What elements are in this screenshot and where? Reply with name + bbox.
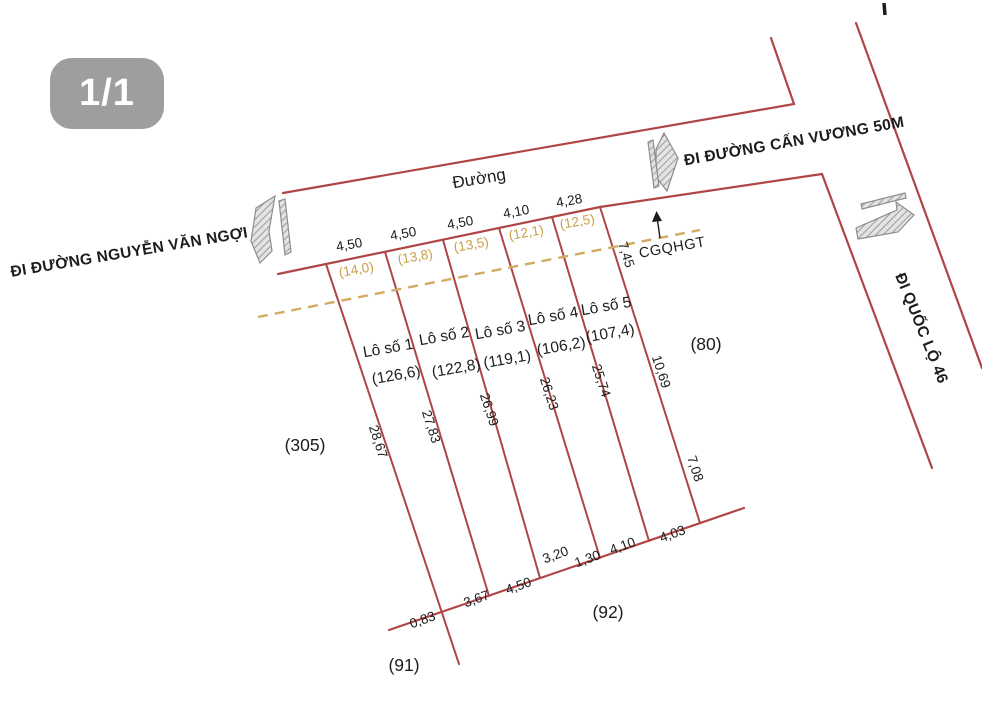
lot-1-left-boundary — [325, 263, 460, 665]
depth-dim-lot-5: 25,74 — [589, 362, 614, 399]
lot-1-2-boundary — [384, 251, 490, 597]
right-direction-label: ĐI QUỐC LỘ 46 — [891, 270, 952, 386]
frontage-dim-lot-4: 4,10 — [502, 202, 530, 221]
direction-arrow-nguyen-van-ngoi — [250, 194, 292, 265]
lot-2-name: Lô số 2 — [418, 324, 471, 350]
depth-dim-lot-2: 27,83 — [419, 408, 444, 445]
planning-area-lot-4: (12,1) — [508, 222, 545, 243]
parcel-south-west-label: (91) — [388, 655, 419, 675]
parcel-west-label: (305) — [285, 435, 326, 455]
left-direction-label: ĐI ĐƯỜNG NGUYỄN VĂN NGỢI — [9, 223, 249, 280]
planning-dashed-line — [257, 228, 701, 319]
bottom-dim-4: 3,20 — [541, 543, 571, 566]
north-tick — [882, 2, 887, 16]
lot-5-area: (107,4) — [585, 321, 636, 346]
parcel-east-label: (80) — [690, 334, 721, 354]
depth-dim-lot-4: 26,23 — [537, 375, 562, 412]
lot-3-4-boundary — [498, 227, 601, 559]
direction-arrow-can-vuong — [647, 131, 679, 193]
block-boundary-south-road-edge — [276, 172, 934, 470]
lot-5-right-boundary — [599, 206, 701, 524]
lot-4-name: Lô số 4 — [527, 304, 580, 330]
top-direction-label: ĐI ĐƯỜNG CẤN VƯƠNG 50M — [683, 113, 906, 169]
planning-area-lot-3: (13,5) — [453, 234, 490, 255]
bottom-boundary — [387, 506, 746, 632]
lot-1-name: Lô số 1 — [362, 336, 415, 362]
highway-46-edge — [854, 21, 982, 370]
lot-4-5-boundary — [551, 216, 650, 542]
east-boundary-bottom-dim: 7,08 — [684, 454, 706, 484]
lot-3-name: Lô số 3 — [474, 318, 527, 344]
planning-line-label: CGQHGT — [638, 234, 707, 261]
lot-2-3-boundary — [442, 239, 541, 579]
frontage-dim-lot-3: 4,50 — [446, 213, 474, 232]
depth-dim-lot-3: 26,99 — [477, 391, 502, 428]
page-indicator-label: 1/1 — [79, 72, 135, 114]
frontage-dim-lot-1: 4,50 — [335, 235, 363, 254]
bottom-dim-6: 4,10 — [608, 534, 638, 557]
depth-dim-lot-1: 28,67 — [366, 423, 391, 460]
bottom-dim-2: 3,67 — [462, 587, 492, 610]
cgqhgt-arrow — [652, 211, 662, 239]
lot-4-area: (106,2) — [536, 334, 587, 359]
main-road-label: Đường — [451, 165, 507, 193]
lot-2-area: (122,8) — [431, 356, 482, 381]
bottom-dim-5: 1,30 — [573, 547, 603, 570]
frontage-dim-lot-2: 4,50 — [389, 224, 417, 243]
planning-area-lot-1: (14,0) — [338, 259, 375, 280]
parcel-south-label: (92) — [592, 602, 623, 622]
planning-area-lot-2: (13,8) — [397, 246, 434, 267]
bottom-dim-1: 0,83 — [408, 608, 438, 631]
lot-5-name: Lô số 5 — [580, 294, 633, 320]
planning-area-lot-5: (12,5) — [559, 211, 596, 232]
direction-arrow-quoc-lo-46 — [855, 192, 915, 240]
bottom-dim-3: 4,50 — [504, 574, 534, 597]
frontage-dim-lot-5: 4,28 — [555, 191, 583, 210]
main-road-north-edge — [281, 36, 796, 195]
lot-3-area: (119,1) — [482, 347, 532, 372]
lot-1-area: (126,6) — [371, 363, 422, 388]
page-indicator-badge: 1/1 — [50, 58, 164, 129]
bottom-dim-7: 4,03 — [658, 522, 688, 545]
